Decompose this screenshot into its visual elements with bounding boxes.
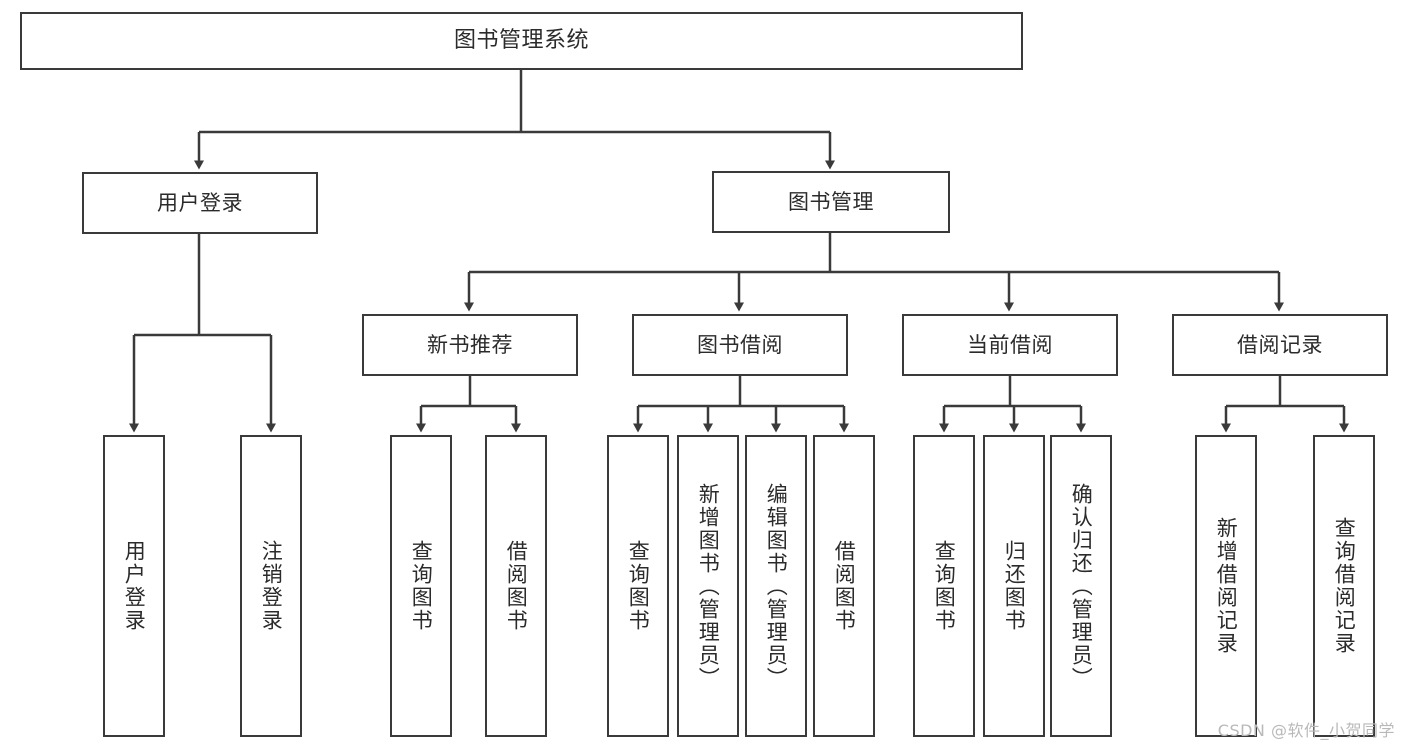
node-label-leaf-user-logout: 注销登录 [259,540,284,632]
node-label-book-manage: 图书管理 [788,189,874,214]
node-borrow-record[interactable]: 借阅记录 [1172,314,1388,376]
node-leaf-user-login[interactable]: 用户登录 [103,435,165,737]
node-label-user-login: 用户登录 [157,190,243,215]
node-current-borrow[interactable]: 当前借阅 [902,314,1118,376]
node-leaf-query-book-1[interactable]: 查询图书 [390,435,452,737]
node-label-new-book-rec: 新书推荐 [427,332,513,357]
node-leaf-return-book[interactable]: 归还图书 [983,435,1045,737]
node-leaf-borrow-book-2[interactable]: 借阅图书 [813,435,875,737]
node-leaf-confirm-return[interactable]: 确认归还（管理员） [1050,435,1112,737]
node-leaf-query-book-2[interactable]: 查询图书 [607,435,669,737]
node-label-leaf-borrow-book-1: 借阅图书 [504,540,529,632]
node-leaf-add-book[interactable]: 新增图书（管理员） [677,435,739,737]
node-book-manage[interactable]: 图书管理 [712,171,950,233]
csdn-watermark: CSDN @软件_小贺同学 [1217,721,1395,740]
node-label-leaf-add-record: 新增借阅记录 [1214,517,1239,655]
node-label-leaf-confirm-return: 确认归还（管理员） [1069,482,1094,690]
node-leaf-user-logout[interactable]: 注销登录 [240,435,302,737]
node-leaf-query-record[interactable]: 查询借阅记录 [1313,435,1375,737]
node-leaf-borrow-book-1[interactable]: 借阅图书 [485,435,547,737]
node-label-current-borrow: 当前借阅 [967,332,1053,357]
node-label-leaf-user-login: 用户登录 [122,540,147,632]
node-label-leaf-edit-book: 编辑图书（管理员） [764,482,789,690]
node-label-borrow-record: 借阅记录 [1237,332,1323,357]
node-user-login[interactable]: 用户登录 [82,172,318,234]
node-label-leaf-return-book: 归还图书 [1002,540,1027,632]
node-label-leaf-query-book-3: 查询图书 [932,540,957,632]
node-label-leaf-query-book-2: 查询图书 [626,540,651,632]
node-label-leaf-borrow-book-2: 借阅图书 [832,540,857,632]
node-label-root: 图书管理系统 [453,28,589,54]
node-leaf-add-record[interactable]: 新增借阅记录 [1195,435,1257,737]
node-book-borrow[interactable]: 图书借阅 [632,314,848,376]
node-label-leaf-query-book-1: 查询图书 [409,540,434,632]
node-leaf-query-book-3[interactable]: 查询图书 [913,435,975,737]
node-label-leaf-query-record: 查询借阅记录 [1332,517,1357,655]
node-label-leaf-add-book: 新增图书（管理员） [696,482,721,690]
node-label-book-borrow: 图书借阅 [697,332,783,357]
node-leaf-edit-book[interactable]: 编辑图书（管理员） [745,435,807,737]
node-root-system[interactable]: 图书管理系统 [20,12,1023,70]
node-new-book-rec[interactable]: 新书推荐 [362,314,578,376]
